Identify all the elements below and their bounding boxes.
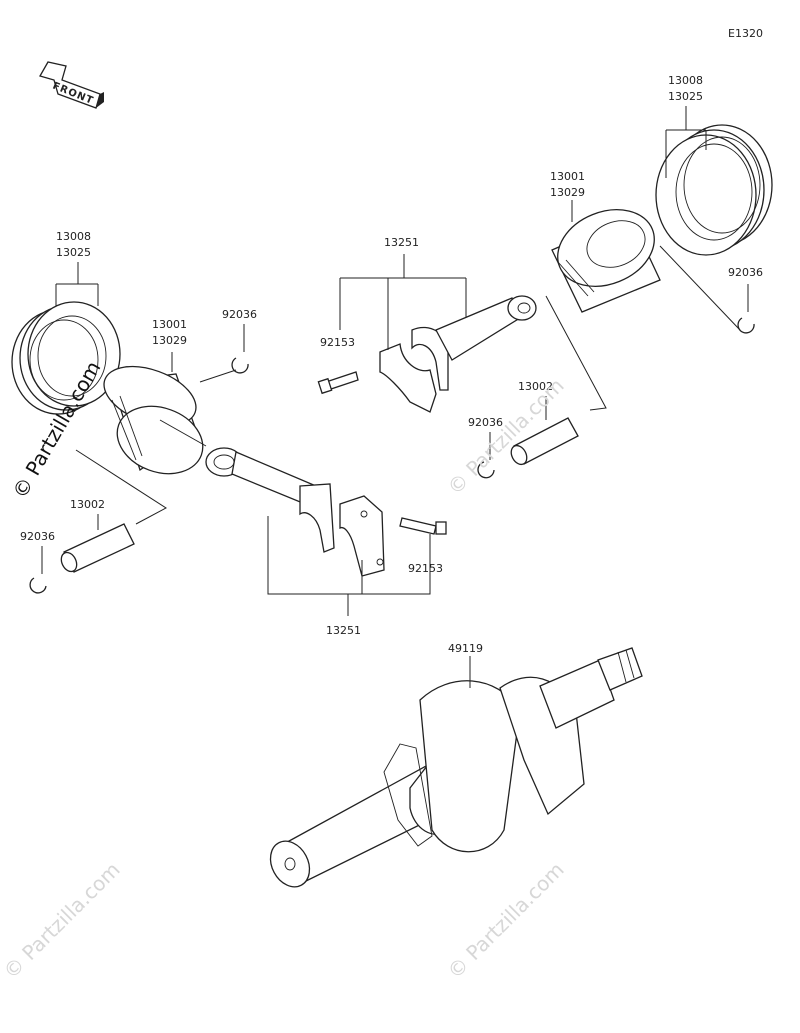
piston-pin-right bbox=[510, 417, 579, 466]
label-clip-left-bottom: 92036 bbox=[20, 530, 55, 543]
label-rings-right-a: 13008 bbox=[668, 74, 703, 87]
piston-right bbox=[551, 209, 661, 313]
label-piston-left-b: 13029 bbox=[152, 334, 187, 347]
diagram-code: E1320 bbox=[728, 27, 763, 40]
label-rings-left-b: 13025 bbox=[56, 246, 91, 259]
connecting-rod-upper bbox=[379, 295, 537, 413]
label-clip-right-mid: 92036 bbox=[468, 416, 503, 429]
label-bolt-bottom: 92153 bbox=[408, 562, 443, 575]
label-rings-right-b: 13025 bbox=[668, 90, 703, 103]
piston-pin-left bbox=[60, 523, 135, 573]
connecting-rod-lower bbox=[205, 447, 385, 577]
label-clip-left-top: 92036 bbox=[222, 308, 257, 321]
circlip-left-top bbox=[231, 357, 249, 374]
label-pin-left: 13002 bbox=[70, 498, 105, 511]
circlip-right-top bbox=[737, 317, 755, 334]
label-crankshaft: 49119 bbox=[448, 642, 483, 655]
crankshaft bbox=[269, 647, 643, 888]
watermark-faint-1: © Partzilla.com bbox=[0, 857, 125, 983]
piston-left bbox=[103, 365, 204, 475]
watermark-faint-2: © Partzilla.com bbox=[443, 857, 569, 983]
label-bolt-top: 92153 bbox=[320, 336, 355, 349]
bolt-lower bbox=[399, 517, 447, 535]
label-conrod-bottom: 13251 bbox=[326, 624, 361, 637]
label-piston-right-b: 13029 bbox=[550, 186, 585, 199]
label-piston-right-a: 13001 bbox=[550, 170, 585, 183]
piston-rings-right bbox=[655, 124, 773, 256]
label-pin-right: 13002 bbox=[518, 380, 553, 393]
circlip-right-mid bbox=[477, 461, 495, 479]
label-rings-left-a: 13008 bbox=[56, 230, 91, 243]
label-clip-right-top: 92036 bbox=[728, 266, 763, 279]
circlip-left-bottom bbox=[29, 577, 47, 594]
piston-rings-left bbox=[11, 301, 121, 415]
label-conrod-top: 13251 bbox=[384, 236, 419, 249]
front-arrow-icon: FRONT bbox=[39, 61, 104, 109]
label-piston-left-a: 13001 bbox=[152, 318, 187, 331]
bolt-upper bbox=[317, 371, 359, 395]
